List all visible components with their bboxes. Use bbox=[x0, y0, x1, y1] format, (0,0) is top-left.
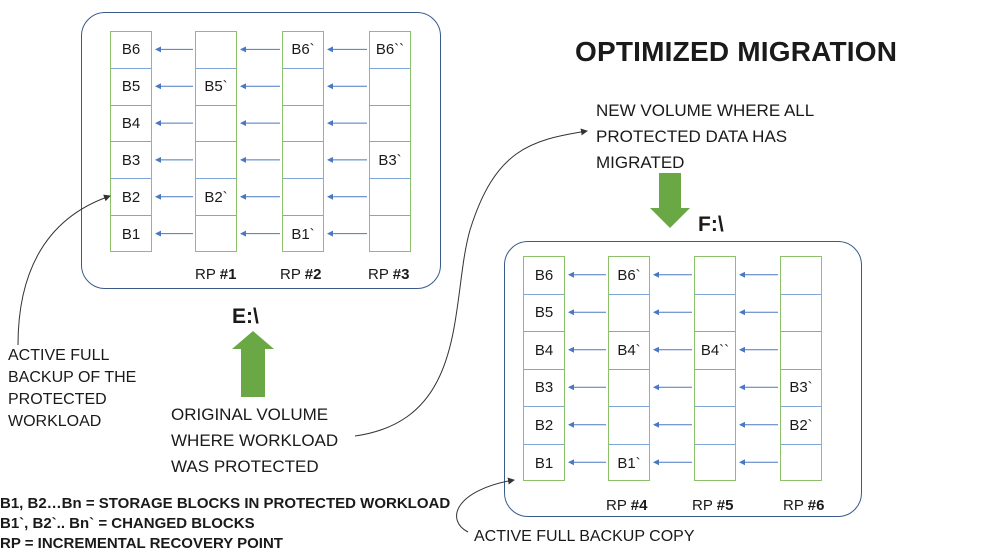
block-cell: B4`` bbox=[695, 332, 735, 370]
target-drive-label: F:\ bbox=[698, 213, 724, 236]
block-cell bbox=[283, 69, 323, 106]
target-column-rp-6: B3`B2` bbox=[780, 256, 822, 481]
target-column-rp-4: B6` B4` B1` bbox=[608, 256, 650, 481]
legend: B1, B2…Bn = STORAGE BLOCKS IN PROTECTED … bbox=[0, 494, 450, 554]
block-cell: B2` bbox=[781, 407, 821, 445]
block-cell: B5 bbox=[524, 295, 564, 332]
up-arrow-icon bbox=[232, 331, 274, 397]
block-cell: B6` bbox=[609, 257, 649, 295]
rp-label-number: #6 bbox=[807, 497, 825, 514]
rp-label-prefix: RP bbox=[606, 497, 631, 514]
rp-label: RP #2 bbox=[280, 266, 321, 283]
block-cell: B6 bbox=[111, 32, 151, 69]
active-full-backup-copy-caption: ACTIVE FULL BACKUP COPY bbox=[474, 528, 695, 545]
block-cell bbox=[370, 106, 410, 143]
block-cell: B5 bbox=[111, 69, 151, 106]
down-arrow-icon bbox=[650, 173, 690, 228]
active-full-backup-caption: ACTIVE FULL BACKUP OF THE PROTECTED WORK… bbox=[8, 347, 137, 430]
block-cell: B4 bbox=[111, 106, 151, 143]
block-cell bbox=[695, 370, 735, 407]
rp-label-prefix: RP bbox=[783, 497, 808, 514]
block-cell bbox=[695, 295, 735, 332]
source-drive-label: E:\ bbox=[232, 305, 259, 328]
block-cell: B3` bbox=[781, 370, 821, 407]
block-cell: B6 bbox=[524, 257, 564, 295]
rp-label: RP #5 bbox=[692, 497, 733, 514]
block-cell: B2 bbox=[111, 179, 151, 217]
block-cell bbox=[609, 407, 649, 445]
block-cell bbox=[196, 106, 236, 143]
target-volume-box bbox=[504, 241, 862, 517]
block-cell: B1` bbox=[291, 226, 315, 244]
source-volume-box bbox=[81, 12, 441, 289]
legend-line: B1, B2…Bn = STORAGE BLOCKS IN PROTECTED … bbox=[0, 495, 451, 512]
rp-label-number: #3 bbox=[392, 266, 410, 283]
rp-label: RP #6 bbox=[783, 497, 824, 514]
block-cell: B5` bbox=[196, 69, 236, 106]
rp-label: RP #1 bbox=[195, 266, 236, 283]
rp-label-number: #5 bbox=[716, 497, 734, 514]
rp-label-prefix: RP bbox=[368, 266, 393, 283]
block-cell: B4` bbox=[609, 332, 649, 370]
source-column-rp-1: B5` B2` bbox=[195, 31, 237, 252]
block-cell bbox=[609, 295, 649, 332]
block-cell bbox=[283, 179, 323, 217]
original-volume-caption: ORIGINAL VOLUME WHERE WORKLOAD WAS PROTE… bbox=[171, 405, 339, 476]
original-to-new-callout-line bbox=[354, 128, 588, 437]
rp-label-prefix: RP bbox=[280, 266, 305, 283]
block-cell bbox=[370, 179, 410, 217]
source-column-rp-2: B6` B1` bbox=[282, 31, 324, 252]
block-cell bbox=[609, 370, 649, 407]
block-cell: B3 bbox=[111, 143, 151, 180]
block-cell: B6`` bbox=[370, 32, 410, 69]
block-cell bbox=[781, 295, 821, 332]
block-cell bbox=[196, 143, 236, 180]
block-cell bbox=[695, 407, 735, 445]
legend-line: RP = INCREMENTAL RECOVERY POINT bbox=[0, 535, 283, 552]
block-cell bbox=[781, 257, 821, 295]
block-cell: B4 bbox=[524, 332, 564, 370]
rp-label-number: #1 bbox=[219, 266, 237, 283]
block-cell bbox=[283, 143, 323, 180]
rp-label-number: #4 bbox=[630, 497, 648, 514]
block-cell bbox=[695, 257, 735, 295]
block-cell bbox=[283, 106, 323, 143]
target-column-rp-5: B4`` bbox=[694, 256, 736, 481]
rp-label-prefix: RP bbox=[692, 497, 717, 514]
block-cell bbox=[370, 69, 410, 106]
block-cell: B3` bbox=[370, 143, 410, 180]
rp-label-number: #2 bbox=[304, 266, 322, 283]
block-cell bbox=[196, 32, 236, 69]
block-cell: B2 bbox=[524, 407, 564, 445]
rp-label: RP #3 bbox=[368, 266, 409, 283]
rp-label-prefix: RP bbox=[195, 266, 220, 283]
block-cell: B3 bbox=[524, 370, 564, 407]
block-cell bbox=[781, 332, 821, 370]
block-cell: B2` bbox=[196, 179, 236, 217]
source-column-rp-3: B6`` B3` bbox=[369, 31, 411, 252]
block-cell: B6` bbox=[283, 32, 323, 69]
active-backup-callout-line bbox=[17, 194, 111, 346]
block-cell: B1` bbox=[617, 454, 641, 472]
new-volume-caption: NEW VOLUME WHERE ALL PROTECTED DATA HAS … bbox=[596, 101, 815, 172]
block-cell: B1 bbox=[534, 454, 554, 472]
block-cell: B1 bbox=[121, 226, 141, 244]
active-copy-callout-line bbox=[456, 477, 515, 533]
diagram-title: OPTIMIZED MIGRATION bbox=[575, 36, 898, 67]
rp-label: RP #4 bbox=[606, 497, 647, 514]
legend-line: B1`, B2`.. Bn` = CHANGED BLOCKS bbox=[0, 515, 255, 532]
